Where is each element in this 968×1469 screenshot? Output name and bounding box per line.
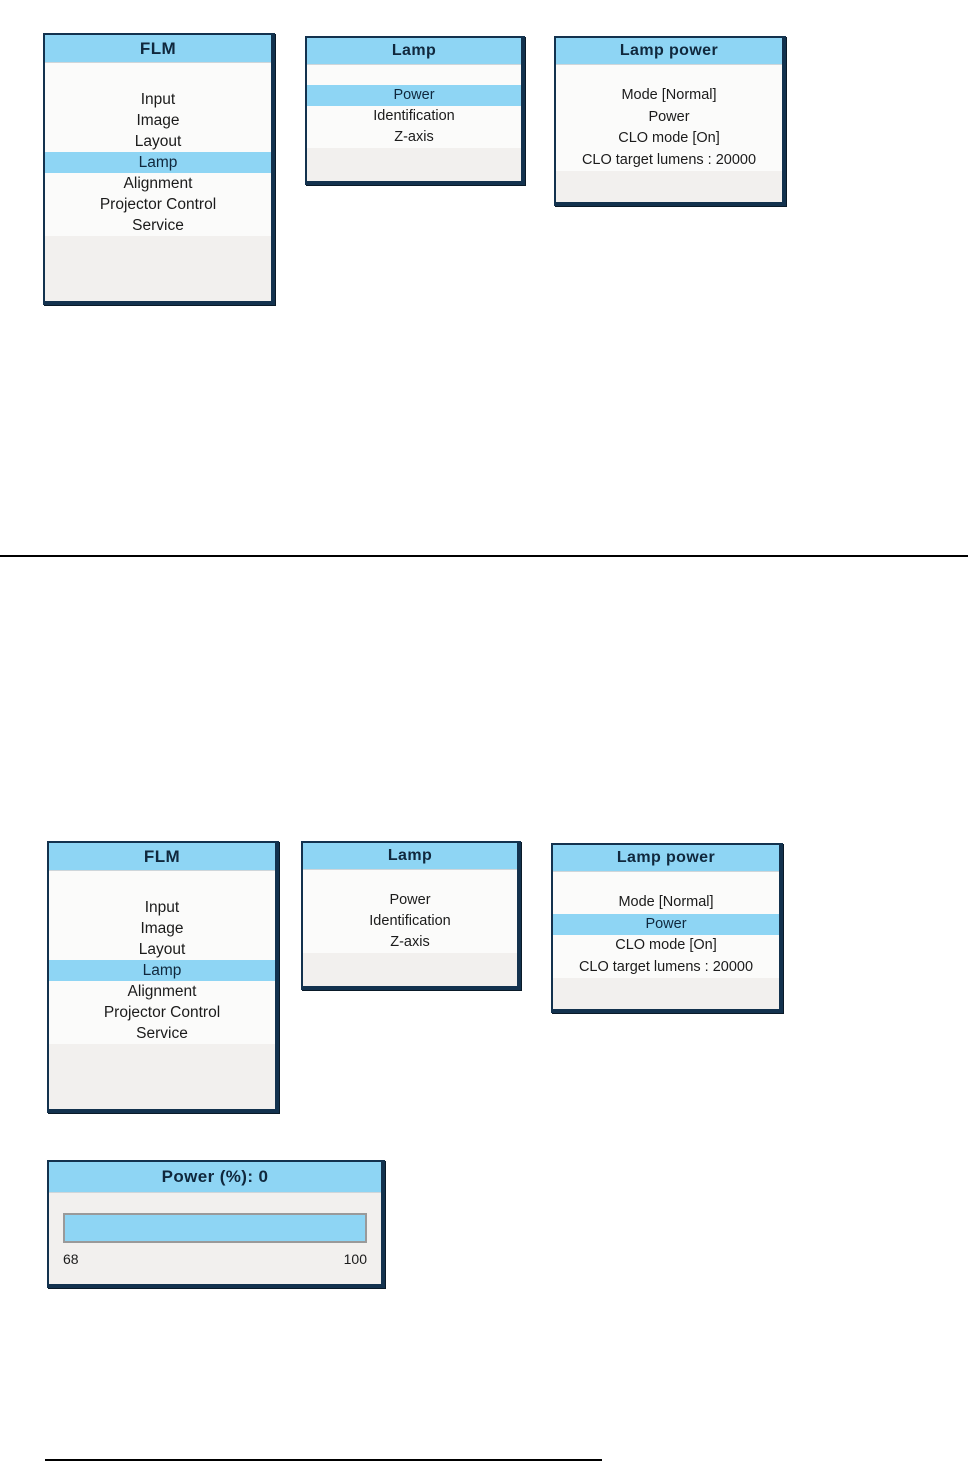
menu-item-input[interactable]: Input — [140, 91, 176, 108]
menu-item-lamp[interactable]: Lamp — [45, 152, 271, 173]
menu-item-clo-mode[interactable]: CLO mode [On] — [615, 937, 717, 953]
footnote-separator-rule — [45, 1459, 602, 1461]
menu-item-power[interactable]: Power — [553, 913, 779, 935]
lamp-menu-body-1: Power Identification Z-axis — [307, 65, 521, 148]
power-slider-title: Power (%): 0 — [49, 1162, 381, 1193]
spacer — [556, 65, 782, 85]
lamp-power-menu-body-1: Mode [Normal] Power CLO mode [On] CLO ta… — [556, 65, 782, 171]
lamp-power-menu-title-1: Lamp power — [556, 38, 782, 65]
power-slider-fill — [65, 1215, 365, 1241]
menu-item-power[interactable]: Power — [648, 108, 690, 125]
lamp-power-menu-title-2: Lamp power — [553, 845, 779, 872]
spacer — [553, 872, 779, 892]
flm-menu-panel-1[interactable]: FLM Input Image Layout Lamp Alignment Pr… — [43, 33, 275, 305]
lamp-power-menu-body-2: Mode [Normal] Power CLO mode [On] CLO ta… — [553, 872, 779, 978]
menu-item-image[interactable]: Image — [140, 920, 184, 937]
menu-item-projector-control[interactable]: Projector Control — [103, 1004, 221, 1021]
lamp-menu-title-1: Lamp — [307, 38, 521, 65]
menu-item-z-axis[interactable]: Z-axis — [390, 934, 430, 950]
lamp-power-menu-panel-2[interactable]: Lamp power Mode [Normal] Power CLO mode … — [551, 843, 783, 1013]
menu-item-identification[interactable]: Identification — [373, 108, 455, 124]
menu-item-service[interactable]: Service — [132, 217, 184, 234]
spacer — [307, 65, 521, 85]
menu-item-input[interactable]: Input — [144, 899, 180, 916]
flm-menu-body-1: Input Image Layout Lamp Alignment Projec… — [45, 63, 271, 236]
menu-item-projector-control[interactable]: Projector Control — [99, 196, 217, 213]
power-slider-scale: 68 100 — [63, 1243, 367, 1267]
section-divider-rule — [0, 555, 968, 557]
menu-item-clo-target-lumens[interactable]: CLO target lumens : 20000 — [578, 958, 754, 975]
menu-item-service[interactable]: Service — [136, 1025, 188, 1042]
lamp-menu-title-2: Lamp — [303, 843, 517, 870]
power-slider-body: 68 100 — [49, 1193, 381, 1267]
lamp-menu-body-2: Power Identification Z-axis — [303, 870, 517, 953]
menu-item-mode[interactable]: Mode [Normal] — [618, 894, 714, 910]
spacer — [303, 870, 517, 890]
flm-menu-title-1: FLM — [45, 35, 271, 63]
menu-item-clo-target-lumens[interactable]: CLO target lumens : 20000 — [581, 151, 757, 168]
menu-item-alignment[interactable]: Alignment — [123, 175, 193, 192]
menu-item-power[interactable]: Power — [389, 892, 431, 908]
lamp-menu-panel-1[interactable]: Lamp Power Identification Z-axis — [305, 36, 525, 185]
power-slider-max-label: 100 — [343, 1251, 367, 1267]
power-slider-min-label: 68 — [63, 1251, 79, 1267]
menu-item-identification[interactable]: Identification — [369, 913, 451, 929]
lamp-menu-panel-2[interactable]: Lamp Power Identification Z-axis — [301, 841, 521, 990]
spacer — [45, 63, 271, 89]
menu-item-clo-mode[interactable]: CLO mode [On] — [618, 130, 720, 146]
flm-menu-panel-2[interactable]: FLM Input Image Layout Lamp Alignment Pr… — [47, 841, 279, 1113]
flm-menu-body-2: Input Image Layout Lamp Alignment Projec… — [49, 871, 275, 1044]
menu-item-image[interactable]: Image — [136, 112, 180, 129]
menu-item-mode[interactable]: Mode [Normal] — [621, 87, 717, 103]
lamp-power-menu-panel-1[interactable]: Lamp power Mode [Normal] Power CLO mode … — [554, 36, 786, 206]
menu-item-lamp[interactable]: Lamp — [49, 960, 275, 981]
power-slider-track[interactable] — [63, 1213, 367, 1243]
spacer — [49, 871, 275, 897]
menu-item-layout[interactable]: Layout — [138, 941, 186, 958]
power-slider-dialog[interactable]: Power (%): 0 68 100 — [47, 1160, 385, 1288]
flm-menu-title-2: FLM — [49, 843, 275, 871]
menu-item-z-axis[interactable]: Z-axis — [394, 129, 434, 145]
menu-item-alignment[interactable]: Alignment — [127, 983, 197, 1000]
menu-item-layout[interactable]: Layout — [134, 133, 182, 150]
menu-item-power[interactable]: Power — [307, 85, 521, 106]
